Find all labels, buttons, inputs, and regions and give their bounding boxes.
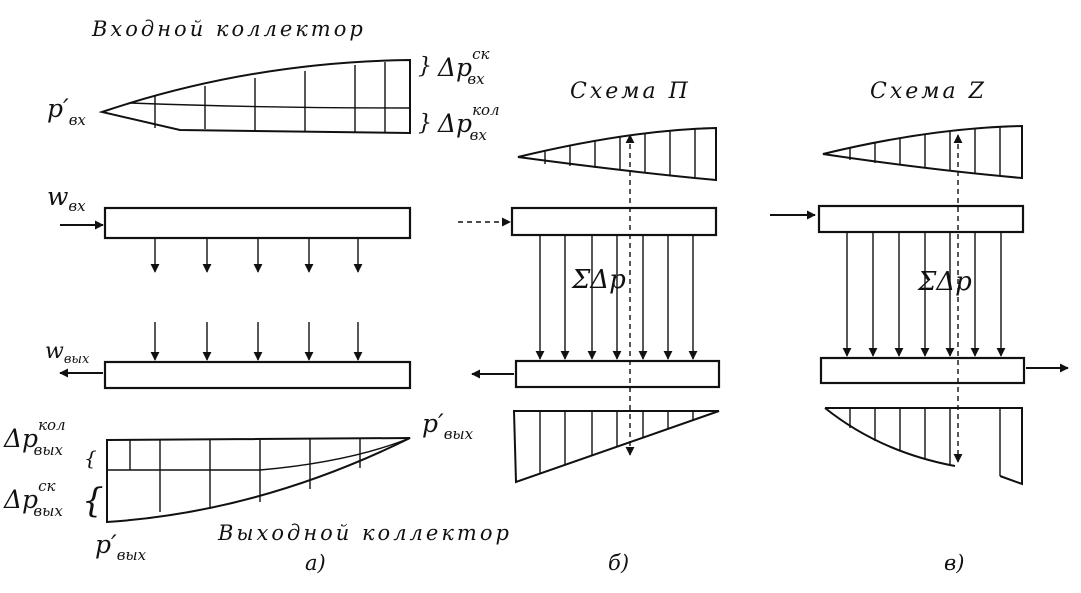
inlet-ordinate-lines <box>154 62 386 132</box>
p-inlet-symbol: p′ <box>47 94 69 123</box>
scheme-z-title: Схема Z <box>870 79 987 104</box>
outlet-branch-arrows <box>150 322 363 361</box>
w-outlet-symbol: w <box>45 339 64 364</box>
p-outlet-right-symbol: p′ <box>422 409 444 438</box>
dp-inlet-sk-brace: } <box>418 54 432 79</box>
dp-outlet-sk-superscript: ск <box>38 477 55 495</box>
scheme-z-inlet-diagram <box>822 124 1023 180</box>
outlet-collector-title: Выходной коллектор <box>217 521 512 545</box>
scheme-p-inlet-collector <box>510 206 718 237</box>
w-inlet-subscript: вх <box>68 197 86 215</box>
p-inlet-subscript: вх <box>69 111 87 129</box>
p-outlet-right-subscript: вых <box>444 425 474 443</box>
outlet-collector-box <box>103 360 412 390</box>
dp-outlet-kol-subscript: вых <box>34 441 64 459</box>
scheme-p-outlet-diagram <box>512 410 720 484</box>
inlet-pressure-diagram <box>98 58 411 135</box>
scheme-p-outlet-collector <box>514 359 721 389</box>
inlet-collector-title: Входной коллектор <box>91 17 366 41</box>
dp-inlet-kol-brace: } <box>418 111 432 136</box>
scheme-z-sum-label: ΣΔp <box>917 267 972 297</box>
inlet-collector-box <box>103 206 412 240</box>
dp-inlet-kol-symbol: Δp <box>437 109 472 138</box>
dp-outlet-kol-superscript: кол <box>38 416 66 434</box>
p-outlet-left-symbol: p′ <box>95 530 117 559</box>
scheme-p-inlet-ordinates <box>544 129 696 177</box>
panel-c: Схема Z ΣΔp в) <box>770 79 1069 575</box>
scheme-z-outlet-ordinates <box>849 408 1001 476</box>
dp-outlet-sk-brace: { <box>82 481 104 521</box>
svg-text:p′вых: p′вых <box>95 530 147 564</box>
svg-text:p′вх: p′вх <box>47 94 86 129</box>
dp-inlet-sk-superscript: ск <box>472 45 489 63</box>
scheme-p-inlet-diagram <box>517 126 717 182</box>
panel-c-caption: в) <box>944 551 964 575</box>
scheme-z-outlet-collector <box>819 356 1026 385</box>
dp-outlet-sk-symbol: Δp <box>3 485 38 514</box>
dp-outlet-kol-symbol: Δp <box>3 424 38 453</box>
dp-inlet-sk-symbol: Δp <box>437 53 472 82</box>
scheme-p-title: Схема П <box>570 79 691 104</box>
panel-a-caption: а) <box>305 551 326 575</box>
svg-text:p′вых: p′вых <box>422 409 474 443</box>
dp-inlet-kol-subscript: вх <box>470 126 488 144</box>
scheme-p-outlet-ordinates <box>539 411 694 473</box>
panel-b-caption: б) <box>608 551 629 575</box>
dp-inlet-kol-superscript: кол <box>472 101 500 119</box>
svg-text:wвых: wвых <box>45 339 90 367</box>
dp-inlet-sk-subscript: вх <box>467 70 485 88</box>
scheme-z-inlet-ordinates <box>849 127 1001 175</box>
scheme-z-branch-arrows <box>842 232 1006 357</box>
outlet-ordinate-lines <box>129 439 361 512</box>
scheme-z-inlet-collector <box>817 204 1025 234</box>
svg-text:wвх: wвх <box>47 182 86 215</box>
dp-outlet-sk-subscript: вых <box>33 502 63 520</box>
outlet-pressure-diagram <box>106 437 411 524</box>
scheme-p-sum-label: ΣΔp <box>571 265 626 295</box>
scheme-p-branch-arrows <box>535 235 698 360</box>
scheme-z-outlet-diagram <box>824 407 1023 486</box>
p-outlet-left-subscript: вых <box>117 546 147 564</box>
inlet-branch-arrows <box>150 238 363 273</box>
panel-b: Схема П ΣΔp б) <box>458 79 721 575</box>
w-outlet-subscript: вых <box>64 352 90 367</box>
dp-outlet-kol-brace: { <box>84 446 97 470</box>
w-inlet-symbol: w <box>47 182 68 211</box>
